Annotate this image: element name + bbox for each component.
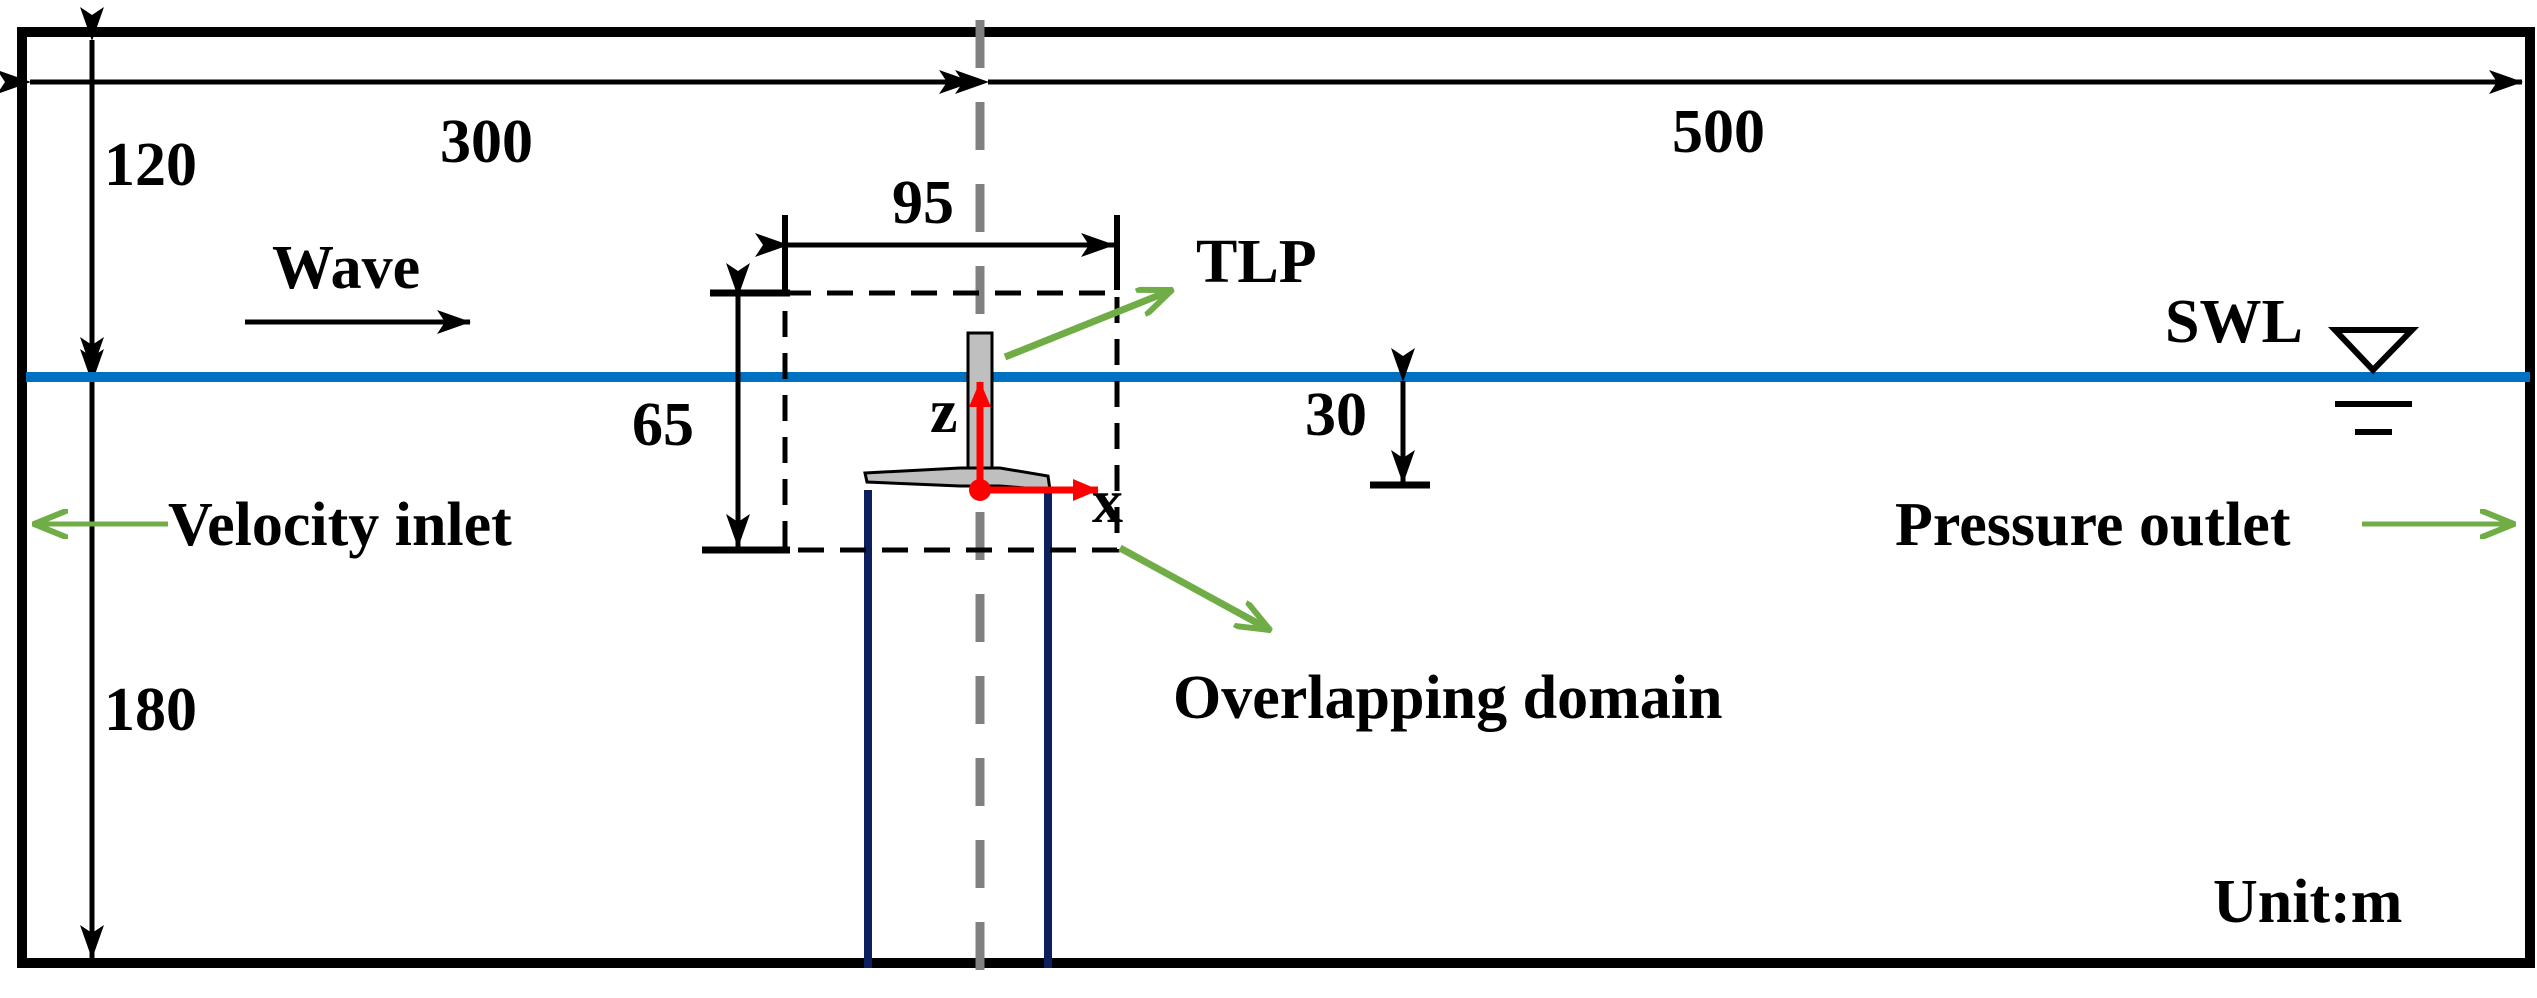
domain-border — [17, 27, 2535, 968]
overlapping-domain-label: Overlapping domain — [1173, 664, 1723, 732]
overlapping-domain-arrow — [1118, 544, 1270, 634]
axis-z-label: z — [930, 378, 958, 446]
pressure-outlet-label: Pressure outlet — [1895, 491, 2291, 559]
swl-triangle-icon — [2328, 327, 2420, 375]
swl-label: SWL — [2165, 288, 2303, 356]
dim-draft-label: 30 — [1305, 381, 1367, 449]
dim-right-label: 500 — [1672, 98, 1765, 166]
dim-overlap-width-label: 95 — [892, 169, 954, 237]
dim-top-depth-label: 120 — [104, 131, 197, 199]
unit-label: Unit:m — [2213, 868, 2402, 936]
tlp-label: TLP — [1196, 228, 1317, 296]
axis-x-label: x — [1092, 468, 1123, 536]
axis-origin-dot — [969, 479, 991, 501]
dim-bottom-depth-label: 180 — [104, 676, 197, 744]
velocity-inlet-label: Velocity inlet — [168, 491, 512, 559]
tlp-annotation-arrow — [1003, 286, 1172, 361]
dim-left-label: 300 — [440, 108, 533, 176]
wave-label: Wave — [272, 234, 420, 302]
dim-overlap-height-label: 65 — [632, 391, 694, 459]
